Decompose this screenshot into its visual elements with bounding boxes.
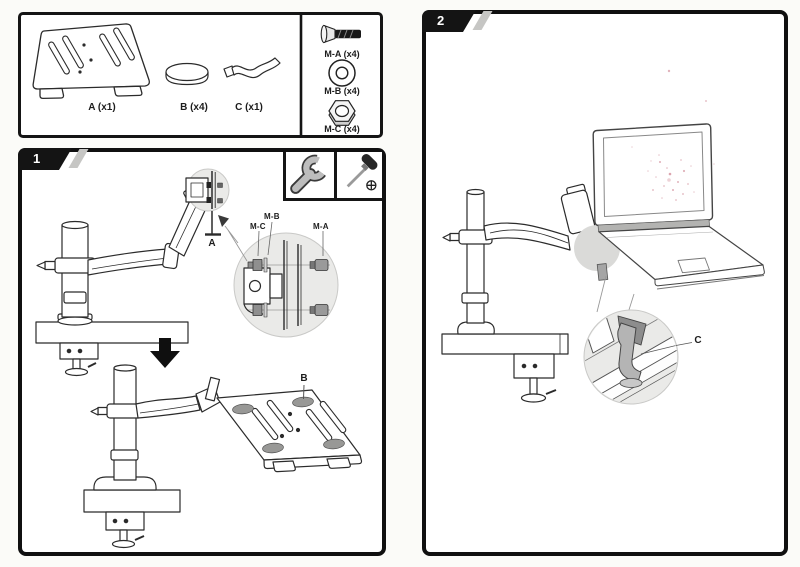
step-2-panel: 2	[422, 10, 788, 556]
required-tools-box	[283, 152, 382, 201]
assembled-arm-drawing	[83, 364, 363, 549]
parts-drawings	[32, 15, 361, 135]
hardware-m-b-label: M-B (x4)	[324, 86, 360, 96]
head-zoom-circle	[185, 168, 230, 236]
hex-nut-icon	[328, 100, 356, 126]
wrench-icon	[286, 152, 334, 198]
pole-clamp-drawing	[441, 188, 569, 403]
rubber-pad-drawing	[165, 62, 209, 86]
hardware-m-a-label: M-A (x4)	[324, 49, 360, 59]
screwdriver-icon	[334, 152, 382, 198]
screen-speckles	[631, 69, 715, 201]
zoom-leader-lines	[596, 275, 635, 314]
step-1-badge: 1	[18, 148, 72, 170]
step-1-number: 1	[33, 151, 41, 166]
callout-c: C	[694, 335, 702, 346]
callout-b: B	[300, 373, 308, 384]
step-1-panel: 1	[18, 148, 386, 556]
callout-m-a: M-A	[313, 222, 329, 231]
arm-head-drawing	[483, 183, 596, 251]
washer-icon	[328, 59, 356, 87]
part-c-label: C (x1)	[235, 102, 263, 113]
down-arrow-icon	[150, 338, 180, 368]
step-2-number: 2	[437, 13, 445, 28]
securing-hook-drawing	[223, 57, 281, 79]
laptop-drawing	[592, 69, 765, 290]
step-1-diagram	[35, 168, 363, 549]
part-b-label: B (x4)	[180, 102, 208, 113]
part-a-label: A (x1)	[88, 102, 116, 113]
hardware-m-c-label: M-C (x4)	[324, 124, 360, 134]
callout-m-b: M-B	[264, 212, 280, 221]
parts-box: A (x1) B (x4) C (x1) M-A (x4) M-B (x4) M…	[18, 12, 383, 138]
front-hook-tab	[596, 263, 609, 281]
step-2-diagram	[441, 69, 765, 405]
laptop-tray-drawing	[32, 23, 150, 100]
step-2-badge: 2	[422, 10, 476, 32]
countersunk-screw-icon	[320, 24, 361, 44]
plate-zoom-circle	[218, 215, 339, 338]
hook-zoom-circle	[583, 309, 693, 405]
callout-a: A	[208, 238, 216, 249]
callout-m-c: M-C	[250, 222, 266, 231]
